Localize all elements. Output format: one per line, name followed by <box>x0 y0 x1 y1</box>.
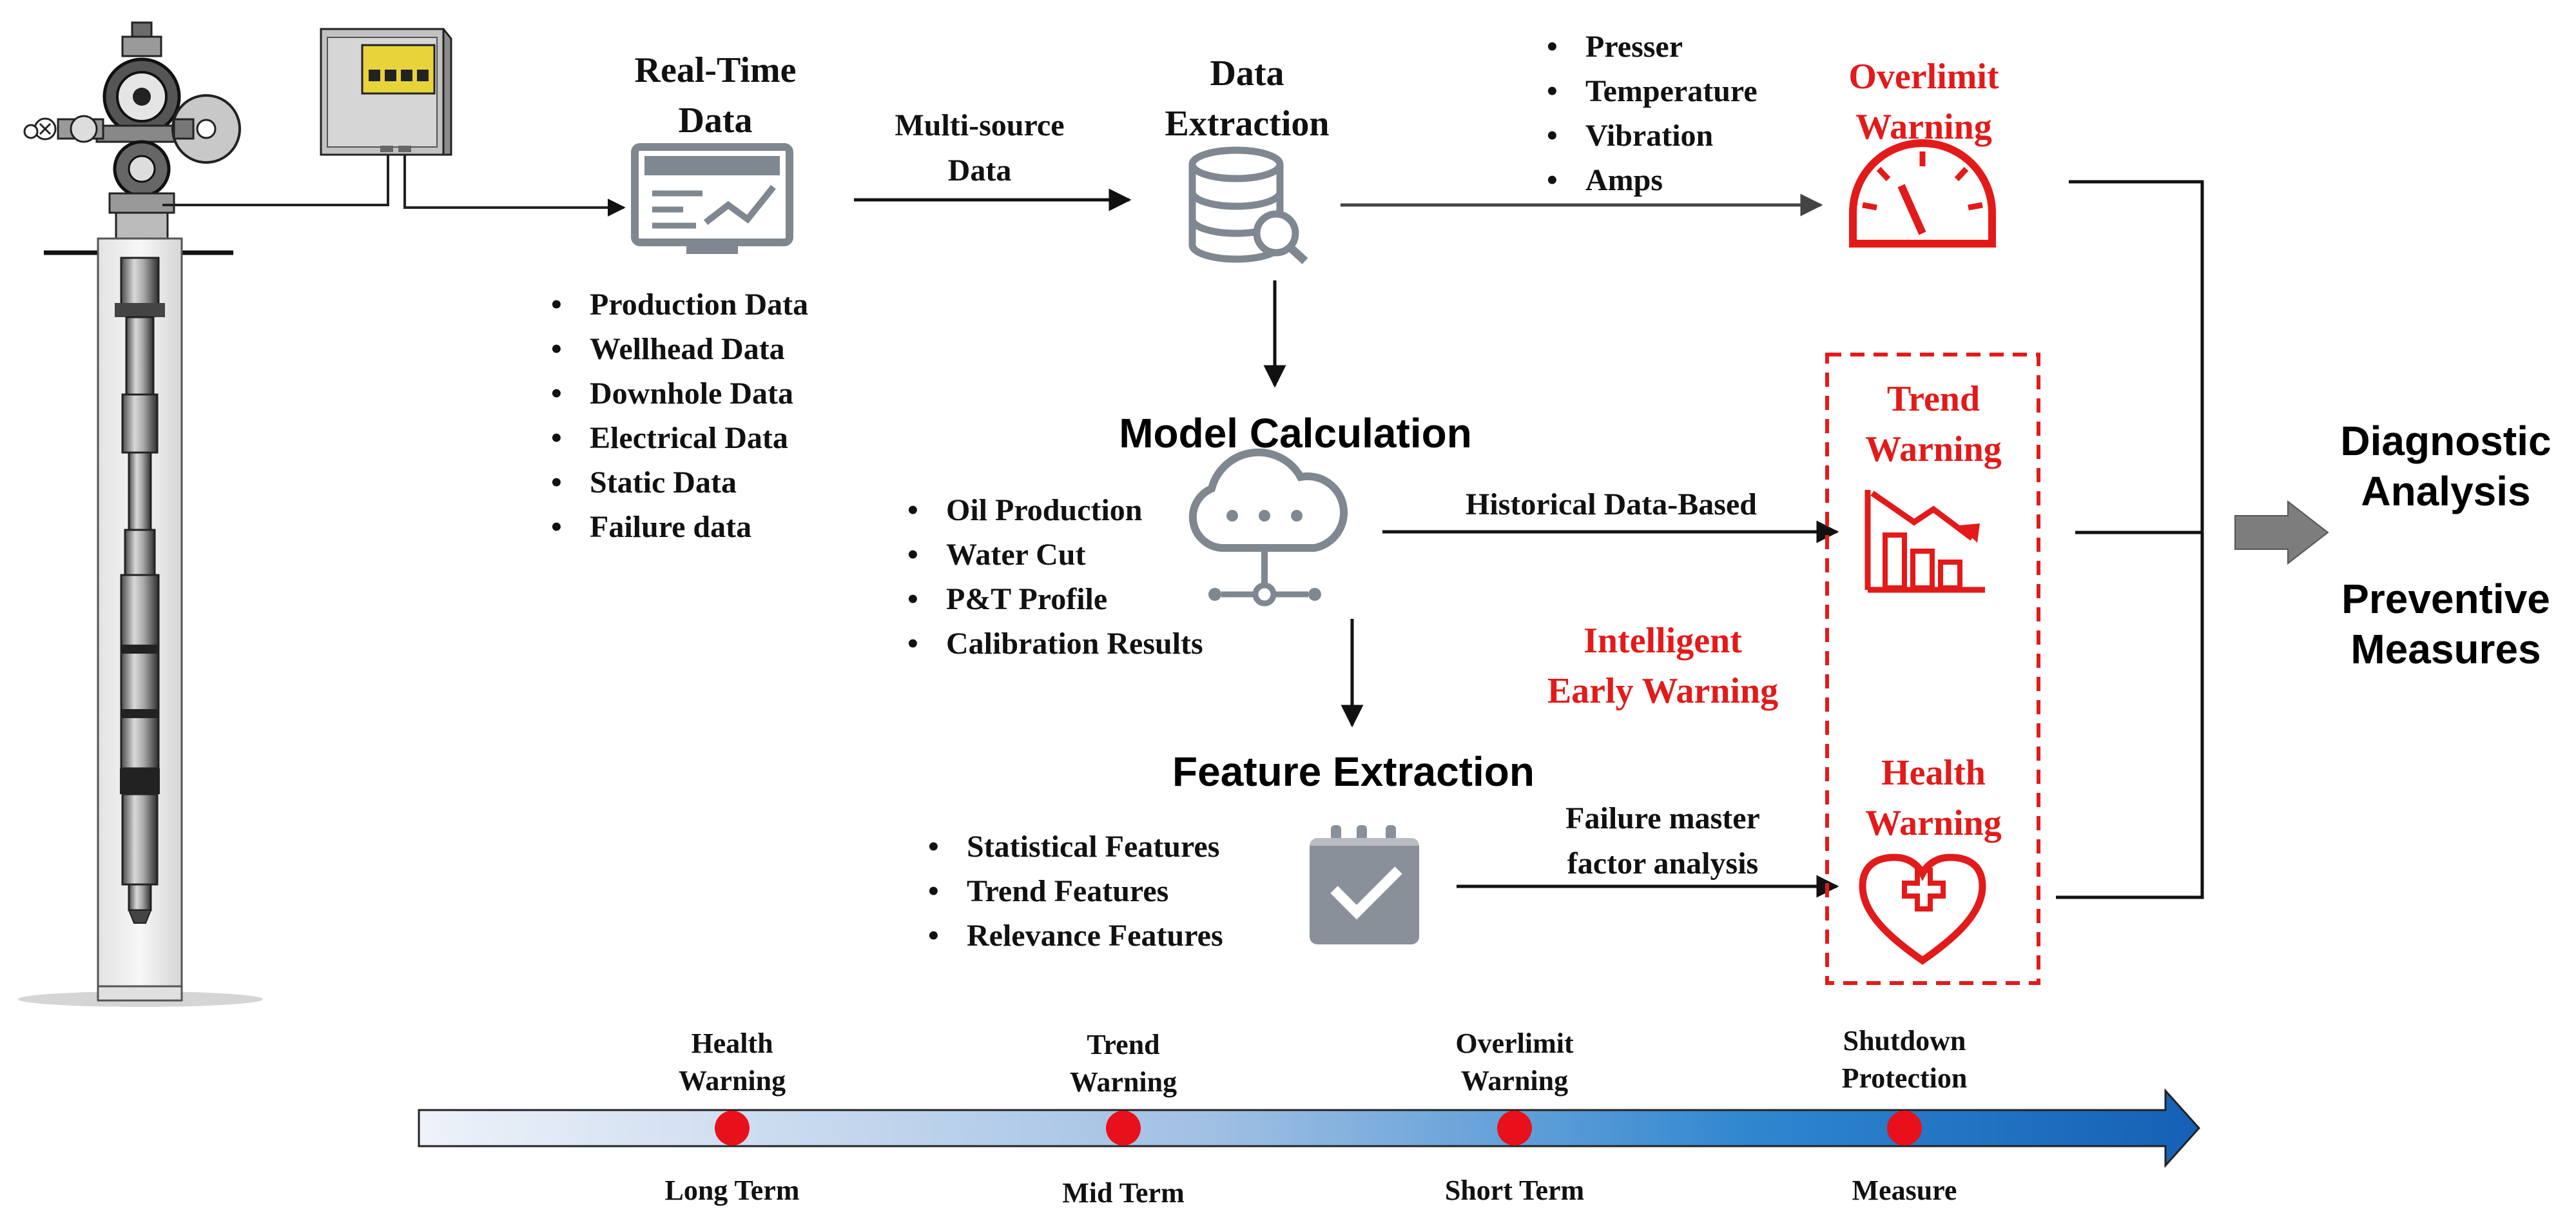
multisource-line2: Data <box>947 153 1012 188</box>
list-item: Relevance Features <box>928 913 1223 958</box>
timeline-top-line2: Warning <box>1460 1065 1569 1097</box>
speedometer-icon <box>1849 139 1996 248</box>
feature-title: Feature Extraction <box>1172 748 1535 795</box>
list-item: Calibration Results <box>907 621 1203 666</box>
heart-health-icon <box>1859 853 1986 965</box>
timeline-bottom-label: Mid Term <box>1062 1177 1185 1209</box>
list-item: Trend Features <box>928 869 1223 913</box>
model-title: Model Calculation <box>1119 410 1472 456</box>
multisource-label: Multi-source Data <box>857 103 1102 193</box>
intelligent-line1: Intelligent <box>1583 621 1742 661</box>
health-line2: Warning <box>1865 803 2002 843</box>
list-item: P&T Profile <box>907 577 1203 621</box>
extraction-bullets: Presser Temperature Vibration Amps <box>1547 24 1758 202</box>
realtime-bullets: Production Data Wellhead Data Downhole D… <box>551 282 808 549</box>
right-arrow-icon <box>2234 500 2329 565</box>
list-item: Statistical Features <box>928 824 1223 869</box>
overlimit-line1: Overlimit <box>1848 57 1999 97</box>
realtime-title-line1: Real-Time <box>634 50 797 90</box>
intelligent-early-warning-label: Intelligent Early Warning <box>1482 616 1843 716</box>
health-warning-label: Health Warning <box>1830 748 2037 848</box>
diagnostic-analysis-label: Diagnostic Analysis <box>2317 416 2575 516</box>
timeline-top-line2: Warning <box>1069 1066 1177 1098</box>
multisource-line1: Multi-source <box>895 108 1065 142</box>
extraction-title: Data Extraction <box>1134 48 1360 149</box>
timeline <box>418 1088 2201 1168</box>
intelligent-line2: Early Warning <box>1547 671 1779 711</box>
list-item: Electrical Data <box>551 416 808 460</box>
timeline-marker-shutdown <box>1887 1111 1922 1146</box>
realtime-title: Real-Time Data <box>603 45 828 146</box>
list-item: Downhole Data <box>551 371 808 416</box>
timeline-bottom-label: Measure <box>1852 1175 1957 1206</box>
failure-master-line2: factor analysis <box>1567 846 1759 881</box>
timeline-marker-overlimit <box>1497 1111 1532 1146</box>
list-item: Temperature <box>1547 69 1758 113</box>
list-item: Oil Production <box>907 488 1203 532</box>
list-item: Amps <box>1547 158 1758 202</box>
overlimit-line2: Warning <box>1855 107 1992 147</box>
control-cabinet-icon <box>320 28 452 156</box>
timeline-top-label: Health Warning <box>629 1025 835 1100</box>
preventive-measures-label: Preventive Measures <box>2317 574 2575 674</box>
list-item: Presser <box>1547 24 1758 69</box>
timeline-top-label: Overlimit Warning <box>1411 1025 1618 1100</box>
timeline-marker-health <box>715 1111 750 1146</box>
trend-chart-icon <box>1864 490 1985 593</box>
diagnostic-line1: Diagnostic <box>2340 418 2552 464</box>
intelligent-warning-box <box>1825 353 2040 985</box>
list-item: Production Data <box>551 282 808 327</box>
timeline-marker-trend <box>1106 1111 1141 1146</box>
monitor-chart-icon <box>631 143 793 254</box>
timeline-top-line1: Overlimit <box>1455 1028 1574 1059</box>
historical-label: Historical Data-Based <box>1466 487 1757 522</box>
timeline-top-line1: Shutdown <box>1843 1025 1966 1057</box>
trend-warning-label: Trend Warning <box>1830 374 2037 474</box>
database-search-icon <box>1188 146 1308 264</box>
realtime-title-line2: Data <box>678 101 753 141</box>
failure-master-label: Failure master factor analysis <box>1437 796 1888 886</box>
timeline-bottom-label: Long Term <box>664 1175 800 1206</box>
failure-master-line1: Failure master <box>1565 801 1760 835</box>
preventive-line1: Preventive <box>2341 576 2550 622</box>
feature-bullets: Statistical Features Trend Features Rele… <box>928 824 1223 958</box>
model-bullets: Oil Production Water Cut P&T Profile Cal… <box>907 488 1203 666</box>
overlimit-warning-label: Overlimit Warning <box>1811 52 2037 152</box>
timeline-bottom-label: Short Term <box>1444 1175 1585 1206</box>
timeline-top-line2: Warning <box>678 1065 786 1097</box>
preventive-line2: Measures <box>2350 626 2541 672</box>
cloud-network-icon <box>1188 448 1348 607</box>
trend-line1: Trend <box>1886 379 1980 419</box>
timeline-top-label: Shutdown Protection <box>1801 1022 2008 1097</box>
list-item: Wellhead Data <box>551 327 808 371</box>
list-item: Water Cut <box>907 532 1203 577</box>
timeline-top-line1: Health <box>691 1028 773 1059</box>
wellhead-icon <box>23 21 241 240</box>
well-schematic <box>18 21 626 1007</box>
extraction-title-line2: Extraction <box>1165 104 1330 144</box>
diagnostic-line2: Analysis <box>2361 468 2531 514</box>
list-item: Failure data <box>551 505 808 549</box>
clipboard-check-icon <box>1310 825 1419 944</box>
timeline-top-label: Trend Warning <box>1020 1026 1226 1101</box>
timeline-top-line1: Trend <box>1087 1029 1160 1060</box>
health-line1: Health <box>1881 753 1986 793</box>
timeline-top-line2: Protection <box>1841 1062 1968 1094</box>
list-item: Static Data <box>551 460 808 505</box>
list-item: Vibration <box>1547 113 1758 158</box>
downhole-string <box>115 257 165 924</box>
extraction-title-line1: Data <box>1210 54 1284 93</box>
trend-line2: Warning <box>1865 429 2002 469</box>
